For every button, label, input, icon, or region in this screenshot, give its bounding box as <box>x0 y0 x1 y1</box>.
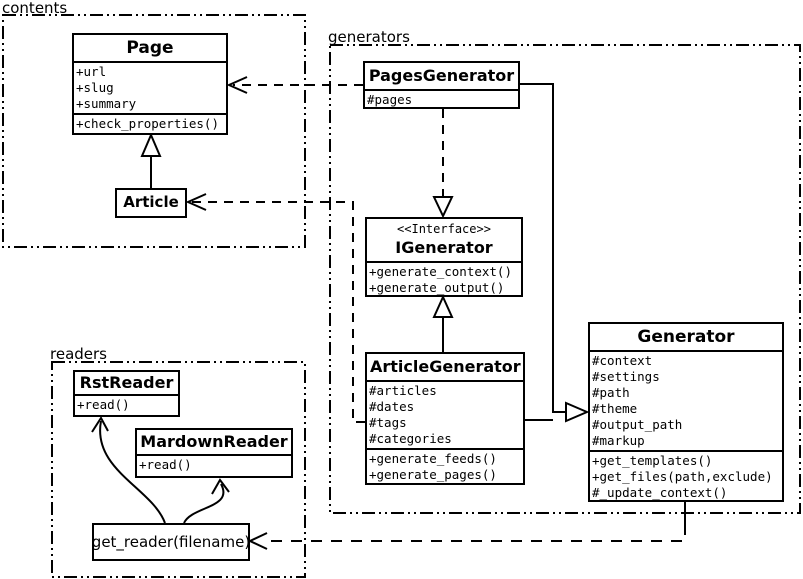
class-mardownreader-methods: +read() <box>137 454 291 474</box>
class-rstreader-methods: +read() <box>75 394 178 414</box>
class-articlegenerator-methods: +generate_feeds() +generate_pages() <box>367 448 523 483</box>
package-readers-border <box>51 361 306 578</box>
attribute: #path <box>592 385 630 400</box>
attribute: #theme <box>592 401 638 416</box>
class-articlegenerator: ArticleGenerator #articles #dates #tags … <box>365 352 525 485</box>
class-page: Page +url +slug +summary +check_properti… <box>72 33 228 135</box>
class-articlegenerator-attributes: #articles #dates #tags #categories <box>367 380 523 448</box>
class-article-title: Article <box>123 193 179 211</box>
attribute: #pages <box>367 92 413 107</box>
generators-to-generator-generalization-arrow <box>520 83 590 423</box>
attribute: #markup <box>592 433 645 448</box>
class-page-methods: +check_properties() <box>74 113 226 133</box>
class-generator-methods: +get_templates() +get_files(path,exclude… <box>590 450 782 500</box>
interface-igenerator-methods: +generate_context() +generate_output() <box>367 261 521 295</box>
method: +generate_feeds() <box>369 451 497 466</box>
attribute: +url <box>76 64 107 79</box>
pagesgenerator-to-igenerator-realization-arrow <box>432 109 454 219</box>
package-generators-label: generators <box>328 28 410 46</box>
article-to-page-generalization-arrow <box>140 132 162 188</box>
class-articlegenerator-title: ArticleGenerator <box>370 357 521 376</box>
package-readers-label: readers <box>50 345 107 363</box>
class-page-attributes: +url +slug +summary <box>74 61 226 113</box>
class-generator: Generator #context #settings #path #them… <box>588 322 784 502</box>
class-pagesgenerator-title: PagesGenerator <box>368 66 515 85</box>
articlegenerator-to-igenerator-generalization-arrow <box>432 294 454 352</box>
pagesgenerator-to-page-dependency-arrow <box>226 76 363 94</box>
method: +check_properties() <box>76 116 219 131</box>
class-page-title: Page <box>126 38 174 58</box>
method: +generate_context() <box>369 264 512 279</box>
class-mardownreader: MardownReader +read() <box>135 428 293 478</box>
method: +get_templates() <box>592 453 713 468</box>
attribute: +slug <box>76 80 114 95</box>
interface-igenerator-header: <<Interface>> IGenerator <box>367 219 521 261</box>
class-generator-title: Generator <box>637 327 735 347</box>
interface-igenerator-title: IGenerator <box>395 238 493 257</box>
function-get-reader-label: get_reader(filename) <box>92 533 250 551</box>
method: +read() <box>77 397 130 412</box>
method: +generate_output() <box>369 280 505 295</box>
interface-igenerator: <<Interface>> IGenerator +generate_conte… <box>365 217 523 297</box>
attribute: +summary <box>76 96 137 111</box>
package-generators-border <box>329 44 801 514</box>
attribute: #tags <box>369 415 407 430</box>
class-pagesgenerator: PagesGenerator #pages <box>363 61 520 109</box>
class-generator-attributes: #context #settings #path #theme #output_… <box>590 350 782 450</box>
method: #_update_context() <box>592 485 728 500</box>
package-contents-label: contents <box>2 0 68 17</box>
package-contents-border <box>2 14 306 248</box>
getreader-to-rstreader-arrow <box>91 416 166 524</box>
interface-stereotype: <<Interface>> <box>397 222 491 236</box>
generator-to-getreader-dependency-arrow <box>247 500 686 550</box>
class-article: Article <box>115 188 187 218</box>
function-get-reader: get_reader(filename) <box>92 523 250 561</box>
attribute: #articles <box>369 383 437 398</box>
attribute: #output_path <box>592 417 683 432</box>
class-rstreader: RstReader +read() <box>73 370 180 417</box>
attribute: #dates <box>369 399 415 414</box>
articlegenerator-to-article-dependency-arrow <box>185 193 365 423</box>
attribute: #categories <box>369 431 452 446</box>
getreader-to-mardownreader-arrow <box>183 478 230 524</box>
method: +read() <box>139 457 192 472</box>
class-pagesgenerator-attributes: #pages <box>365 89 518 107</box>
class-rstreader-title: RstReader <box>79 373 174 392</box>
attribute: #context <box>592 353 653 368</box>
class-mardownreader-title: MardownReader <box>140 432 288 451</box>
method: +generate_pages() <box>369 467 497 482</box>
attribute: #settings <box>592 369 660 384</box>
method: +get_files(path,exclude) <box>592 469 773 484</box>
